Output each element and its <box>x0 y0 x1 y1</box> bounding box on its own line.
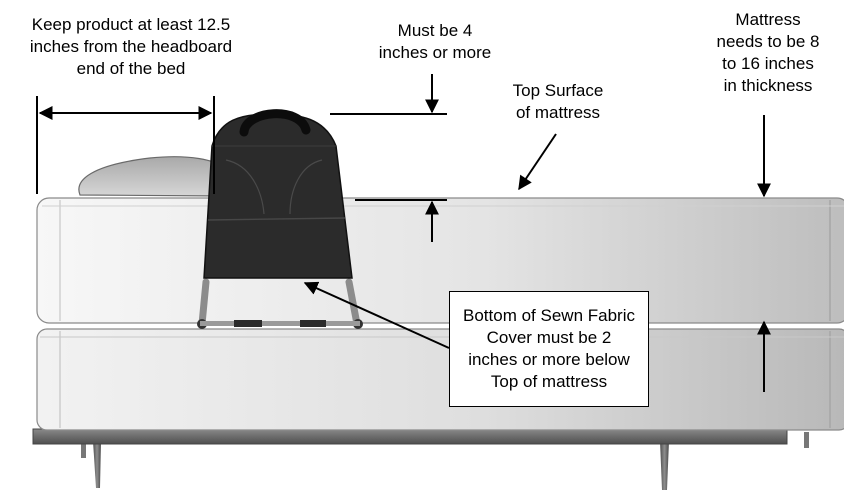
fabric-cover <box>203 113 353 279</box>
bed-frame-base <box>32 428 788 445</box>
top-surface-label: Top Surface of mattress <box>512 81 604 122</box>
rail-leg-right <box>345 278 361 328</box>
bed-leg-left <box>93 441 101 488</box>
handle-height-label: Must be 4 inches or more <box>378 21 492 62</box>
fabric-seam <box>207 217 346 221</box>
bed-leg-right <box>660 441 669 490</box>
rail-strap-clip-right <box>300 320 326 327</box>
fabric-cover-label: Bottom of Sewn Fabric Cover must be 2 in… <box>463 306 635 391</box>
rail-base-plate <box>200 321 360 326</box>
leg-bracket-left <box>81 440 86 458</box>
pillow <box>78 156 226 197</box>
handle-height-dimension <box>330 74 447 242</box>
fabric-callout-arrow <box>303 281 450 349</box>
bed-legs <box>81 432 809 490</box>
top-surface-arrow <box>518 133 557 191</box>
rail-handle <box>239 109 311 137</box>
headboard-clearance-dimension <box>36 96 215 194</box>
mattress-thickness-label: Mattress needs to be 8 to 16 inches in t… <box>716 10 820 95</box>
headboard-clearance-label: Keep product at least 12.5 inches from t… <box>29 15 233 78</box>
rail-leg-left <box>198 278 210 328</box>
fabric-cover-callout: Bottom of Sewn Fabric Cover must be 2 in… <box>449 291 649 407</box>
bed-rail-product <box>197 109 363 329</box>
rail-strap-clip-left <box>234 320 262 327</box>
upper-mattress <box>36 197 844 324</box>
leg-bracket-right <box>804 432 809 448</box>
